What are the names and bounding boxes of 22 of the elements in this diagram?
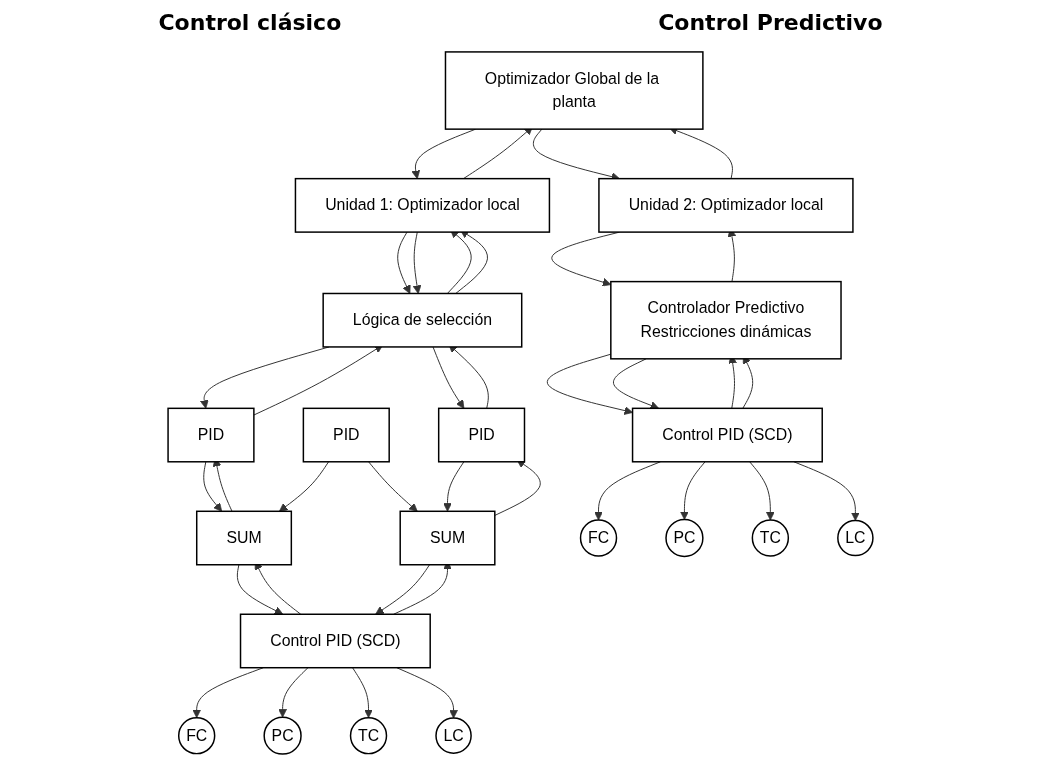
section-heading: Control clásico: [158, 9, 342, 35]
node-circle: LC: [837, 519, 874, 557]
node-circle: PC: [263, 716, 302, 755]
node-box: Unidad 2: Optimizador local: [598, 177, 854, 233]
node-circle: FC: [177, 716, 216, 755]
node-circle: PC: [665, 518, 704, 558]
node-circle: FC: [579, 519, 618, 557]
node-box: Controlador Predictivo Restricciones dinámicas: [610, 280, 842, 360]
node-box: PID: [167, 407, 255, 463]
node-box: PID: [437, 407, 526, 463]
node-box: Optimizador Global de la planta: [444, 51, 704, 130]
node-box: Lógica de selección: [322, 292, 523, 348]
node-circle: TC: [349, 716, 388, 755]
node-box: PID: [302, 407, 390, 463]
node-box: SUM: [399, 510, 496, 566]
node-box: Control PID (SCD): [631, 407, 823, 463]
node-box: Control PID (SCD): [239, 613, 431, 669]
section-heading: Control Predictivo: [658, 9, 883, 35]
node-box: Unidad 1: Optimizador local: [294, 177, 551, 233]
node-circle: LC: [435, 717, 472, 754]
node-circle: TC: [751, 519, 790, 557]
node-box: SUM: [195, 510, 293, 566]
